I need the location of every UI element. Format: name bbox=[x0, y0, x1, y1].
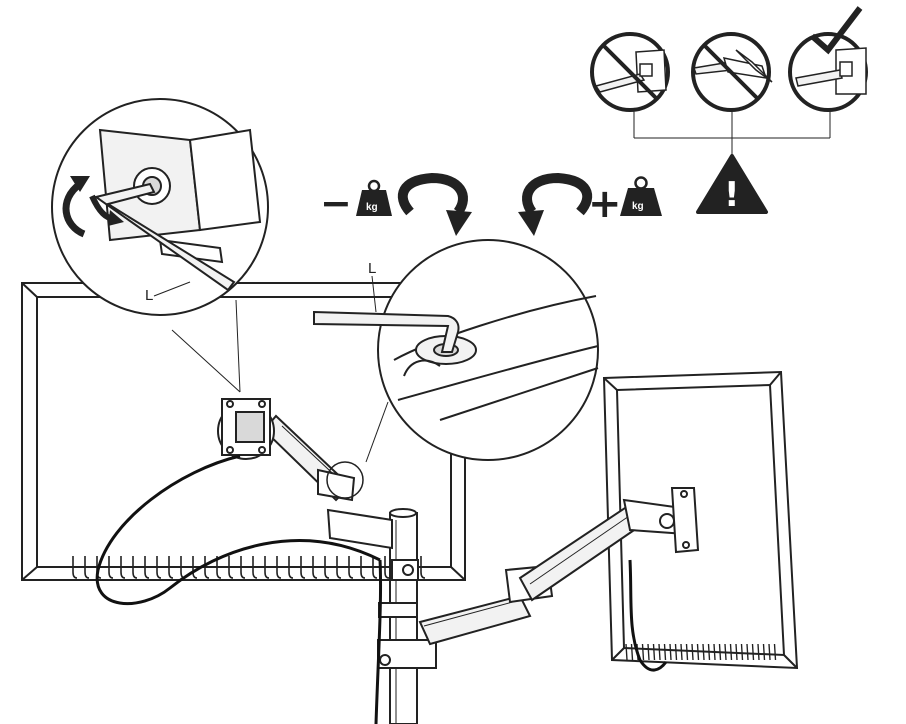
vent-slot bbox=[696, 643, 700, 661]
rotate-counterclockwise-icon bbox=[397, 172, 472, 236]
no-entry-icon bbox=[702, 43, 760, 101]
vent-slot bbox=[630, 643, 634, 661]
vent-slot bbox=[360, 556, 366, 579]
rotate-clockwise-icon bbox=[518, 172, 593, 236]
prohibited-position-2 bbox=[691, 32, 773, 112]
left-monitor-arm bbox=[217, 398, 393, 550]
vent-slot bbox=[72, 556, 78, 579]
zoom-callout-right: L bbox=[313, 239, 599, 499]
vent-slot bbox=[680, 643, 683, 661]
vent-slot bbox=[674, 643, 678, 661]
right-monitor bbox=[602, 370, 799, 670]
wrench-label-left: L bbox=[145, 287, 153, 304]
vent-slot bbox=[264, 556, 270, 579]
vent-slot bbox=[252, 556, 258, 579]
vent-slot bbox=[372, 556, 378, 579]
weight-unit-right: kg bbox=[632, 201, 644, 212]
prohibited-position-1 bbox=[590, 32, 670, 112]
vent-slot bbox=[300, 556, 306, 579]
desk-pole bbox=[378, 508, 419, 724]
right-monitor-vents bbox=[625, 643, 777, 661]
allen-wrench-left bbox=[93, 182, 236, 292]
vent-slot bbox=[702, 643, 705, 661]
vent-slot bbox=[757, 643, 760, 661]
vent-slot bbox=[204, 556, 210, 579]
weight-icon: kg bbox=[356, 179, 392, 216]
warning-panel: ! bbox=[590, 6, 868, 215]
vent-slot bbox=[641, 643, 645, 661]
vent-slot bbox=[735, 643, 738, 661]
weight-icon: kg bbox=[620, 176, 662, 216]
vent-slot bbox=[729, 643, 733, 661]
decrease-sign: − bbox=[320, 181, 352, 225]
warning-mark: ! bbox=[724, 175, 740, 215]
vent-slot bbox=[240, 556, 246, 579]
vent-slot bbox=[647, 643, 650, 661]
vent-slot bbox=[691, 643, 694, 661]
vent-slot bbox=[773, 643, 777, 661]
warning-triangle-icon: ! bbox=[696, 154, 768, 215]
vent-slot bbox=[336, 556, 342, 579]
vent-slot bbox=[312, 556, 318, 579]
vent-slot bbox=[762, 643, 766, 661]
vent-slot bbox=[420, 556, 426, 579]
tension-adjustment: − kg + kg bbox=[320, 172, 662, 236]
vent-slot bbox=[658, 643, 661, 661]
vent-slot bbox=[718, 643, 722, 661]
vent-slot bbox=[713, 643, 716, 661]
cables bbox=[95, 454, 668, 724]
wrench-label-right: L bbox=[368, 260, 376, 277]
vent-slot bbox=[144, 556, 150, 579]
vent-slot bbox=[707, 643, 711, 661]
vent-slot bbox=[324, 556, 330, 579]
vent-slot bbox=[724, 643, 727, 661]
vent-slot bbox=[108, 556, 114, 579]
vent-slot bbox=[669, 643, 672, 661]
vent-slot bbox=[685, 643, 689, 661]
rotate-counterclockwise-icon bbox=[62, 176, 124, 238]
zoom-callout-left: L bbox=[51, 98, 269, 393]
right-monitor-arm bbox=[377, 487, 700, 669]
increase-sign: + bbox=[588, 181, 622, 227]
vent-slot bbox=[740, 643, 744, 661]
approved-position bbox=[788, 6, 868, 112]
vent-slot bbox=[746, 643, 749, 661]
vent-slot bbox=[216, 556, 222, 579]
vent-slot bbox=[751, 643, 755, 661]
vent-slot bbox=[348, 556, 354, 579]
vent-slot bbox=[84, 556, 90, 579]
vent-slot bbox=[288, 556, 294, 579]
vent-slot bbox=[228, 556, 234, 579]
checkmark-icon bbox=[810, 6, 863, 55]
vent-slot bbox=[652, 643, 656, 661]
vent-slot bbox=[120, 556, 126, 579]
allen-wrench-right bbox=[313, 310, 460, 353]
vent-slot bbox=[276, 556, 282, 579]
vent-slot bbox=[768, 643, 771, 661]
vent-slot bbox=[168, 556, 174, 579]
weight-unit-left: kg bbox=[366, 202, 378, 213]
vent-slot bbox=[156, 556, 162, 579]
vent-slot bbox=[663, 643, 667, 661]
no-entry-icon bbox=[601, 43, 659, 101]
vent-slot bbox=[625, 643, 628, 661]
vent-slot bbox=[384, 556, 390, 579]
vent-slot bbox=[132, 556, 138, 579]
